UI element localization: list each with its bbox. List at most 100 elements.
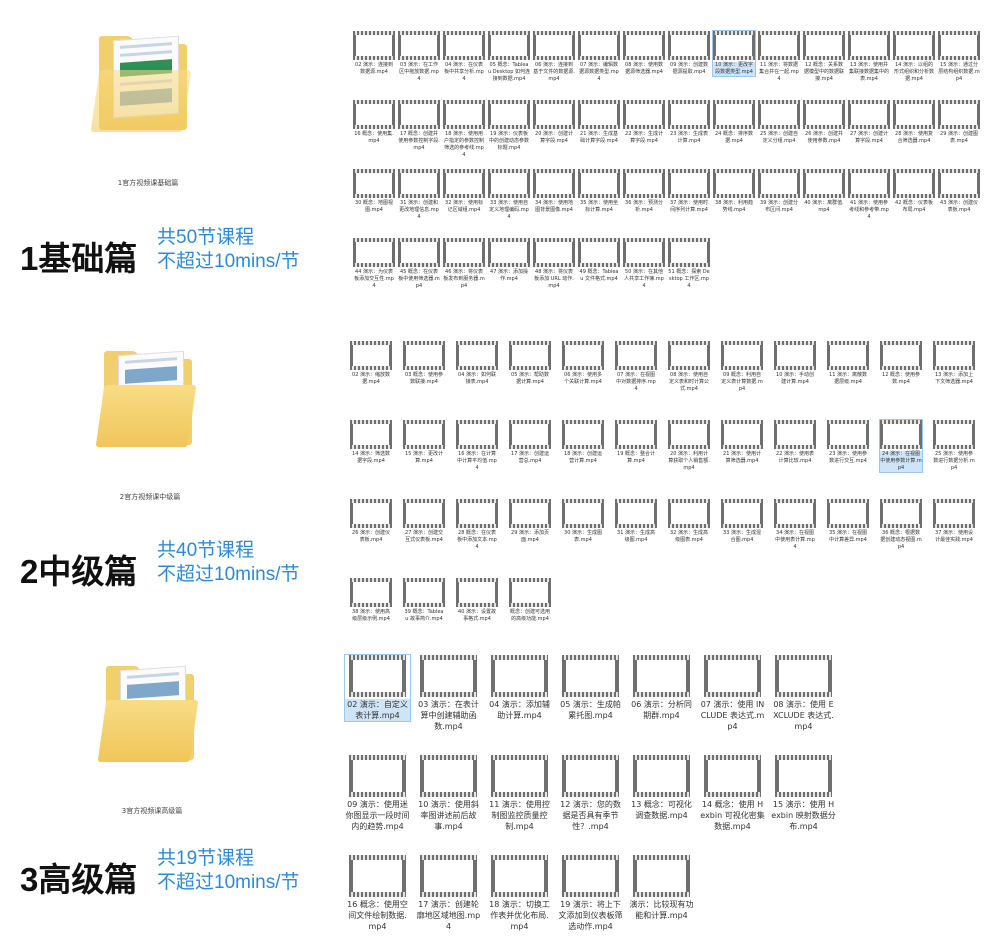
video-file-item[interactable]: 03 演示：在表计算中创建辅助函数.mp4 <box>416 655 481 732</box>
video-file-item[interactable]: 31 演示：创建和更改地理信息.mp4 <box>398 169 440 221</box>
video-file-item[interactable]: 18 演示：创建运营计算.mp4 <box>562 420 604 465</box>
video-file-item[interactable]: 47 演示：添加操作.mp4 <box>488 238 530 283</box>
video-file-item[interactable]: 14 概念：使用 Hexbin 可视化密集数据.mp4 <box>700 755 765 832</box>
video-file-item[interactable]: 35 演示：使用坐标计算.mp4 <box>578 169 620 214</box>
video-file-item[interactable]: 37 演示：使用设计最佳实践.mp4 <box>933 499 975 544</box>
video-file-item[interactable]: 39 演示：创建分布区间.mp4 <box>758 169 800 214</box>
video-file-item[interactable]: 20 演示：创建计算字段.mp4 <box>533 100 575 145</box>
video-file-item[interactable]: 07 演示：编辑数据源数据类型.mp4 <box>578 31 620 83</box>
video-file-item[interactable]: 12 概念：关系数据模型中的数据联接.mp4 <box>803 31 845 83</box>
video-file-item[interactable]: 35 演示：在视图中计算差异.mp4 <box>827 499 869 544</box>
video-file-item[interactable]: 04 演示：在仪表板中共享分析.mp4 <box>443 31 485 83</box>
video-file-item[interactable]: 46 演示：将仪表板发布到服务器.mp4 <box>443 238 485 290</box>
video-file-item[interactable]: 30 概念：地图视图.mp4 <box>353 169 395 214</box>
video-file-item[interactable]: 49 概念：Tableau 文件格式.mp4 <box>578 238 620 283</box>
video-file-item[interactable]: 10 演示：手动创建计算.mp4 <box>774 341 816 386</box>
video-file-item[interactable]: 13 概念：可视化调查数据.mp4 <box>629 755 694 821</box>
video-file-item[interactable]: 40 演示：离群值.mp4 <box>803 169 845 214</box>
video-file-item[interactable]: 31 演示：生成高级图.mp4 <box>615 499 657 544</box>
video-file-item[interactable]: 16 概念：使用空间文件绘制数据.mp4 <box>345 855 410 932</box>
video-file-item[interactable]: 06 演示：使用多个关联计算.mp4 <box>562 341 604 386</box>
video-file-item[interactable]: 16 概念：使用集.mp4 <box>353 100 395 145</box>
video-file-item[interactable]: 23 演示：生成表计算.mp4 <box>668 100 710 145</box>
video-file-item[interactable]: 19 概念：整合计算.mp4 <box>615 420 657 465</box>
video-file-item[interactable]: 44 演示：为仪表板添加交互性.mp4 <box>353 238 395 290</box>
video-file-item[interactable]: 27 演示：创建计算字段.mp4 <box>848 100 890 145</box>
video-file-item[interactable]: 29 演示：添加页面.mp4 <box>509 499 551 544</box>
video-file-item[interactable]: 13 演示：添加上下文筛选器.mp4 <box>933 341 975 386</box>
video-file-item[interactable]: 09 演示：使用迷你图显示一段时间内的趋势.mp4 <box>345 755 410 832</box>
video-file-item[interactable]: 05 演示：生成帕累托图.mp4 <box>558 655 623 721</box>
video-file-item[interactable]: 15 演示：通过分层结构组织数据.mp4 <box>938 31 980 83</box>
video-file-item[interactable]: 34 演示：使用地图背景图像.mp4 <box>533 169 575 214</box>
video-file-item[interactable]: 48 演示：将仪表板添加 URL 动作.mp4 <box>533 238 575 290</box>
video-file-item[interactable]: 09 演示：创建数据源提取.mp4 <box>668 31 710 76</box>
video-file-item[interactable]: 02 演示：连接到数据源.mp4 <box>353 31 395 76</box>
video-file-item[interactable]: 24 概念：排序数据.mp4 <box>713 100 755 145</box>
video-file-item[interactable]: 12 概念：使用参数.mp4 <box>880 341 922 386</box>
video-file-item[interactable]: 20 演示：利用计算获取个人销售额.mp4 <box>668 420 710 472</box>
video-file-item[interactable]: 19 演示：将上下文添加到仪表板筛选动作.mp4 <box>558 855 623 932</box>
video-file-item[interactable]: 43 演示：创建仪表板.mp4 <box>938 169 980 214</box>
folder-icon-basic[interactable] <box>90 30 195 140</box>
video-file-item[interactable]: 11 演示：使用控制图监控质量控制.mp4 <box>487 755 552 832</box>
video-file-item[interactable]: 概念：创建可选用的高级功能.mp4 <box>509 578 551 623</box>
video-file-item[interactable]: 10 演示：使用斜率图讲述前后故事.mp4 <box>416 755 481 832</box>
video-file-item[interactable]: 28 演示：使用复合筛选器.mp4 <box>893 100 935 145</box>
video-file-item[interactable]: 02 演示：自定义表计算.mp4 <box>344 654 411 722</box>
video-file-item[interactable]: 05 演示：帮助数据计算.mp4 <box>509 341 551 386</box>
video-file-item[interactable]: 09 概念：利用自定义表计算数据.mp4 <box>721 341 763 393</box>
video-file-item[interactable]: 23 演示：使用参数进行交互.mp4 <box>827 420 869 465</box>
video-file-item[interactable]: 26 演示：创建仪表板.mp4 <box>350 499 392 544</box>
video-file-item[interactable]: 37 演示：使用时间序列计算.mp4 <box>668 169 710 214</box>
video-file-item[interactable]: 36 演示：预测分析.mp4 <box>623 169 665 214</box>
video-file-item[interactable]: 30 演示：生成图表.mp4 <box>562 499 604 544</box>
folder-icon-advanced[interactable] <box>97 660 202 770</box>
video-file-item[interactable]: 15 演示：更改计算.mp4 <box>403 420 445 465</box>
video-file-item[interactable]: 45 概念：在仪表板中使用筛选器.mp4 <box>398 238 440 290</box>
folder-icon-intermediate[interactable] <box>95 345 200 455</box>
video-file-item[interactable]: 22 演示：生成计算字段.mp4 <box>623 100 665 145</box>
video-file-item[interactable]: 36 概念：根据数据创建动态视图.mp4 <box>880 499 922 551</box>
video-file-item[interactable]: 03 概念：使用参数联接.mp4 <box>403 341 445 386</box>
video-file-item[interactable]: 07 演示：在视图中对数据排序.mp4 <box>615 341 657 393</box>
video-file-item[interactable]: 18 演示：使用用户指定的参数控制筛选的参考线.mp4 <box>443 100 485 159</box>
video-file-item[interactable]: 04 演示：如何联接表.mp4 <box>456 341 498 386</box>
video-file-item[interactable]: 03 演示：在工作区中拖放数据.mp4 <box>398 31 440 83</box>
video-file-item[interactable]: 29 演示：创建图表.mp4 <box>938 100 980 145</box>
video-file-item[interactable]: 12 演示：您的数据是否具有季节性？.mp4 <box>558 755 623 832</box>
video-file-item[interactable]: 34 演示：在视图中使用表计算.mp4 <box>774 499 816 551</box>
video-file-item[interactable]: 38 演示：使用高级层级示例.mp4 <box>350 578 392 623</box>
video-file-item[interactable]: 22 演示：使用表计算比较.mp4 <box>774 420 816 465</box>
video-file-item[interactable]: 16 演示：在计算中计算平均值.mp4 <box>456 420 498 472</box>
video-file-item[interactable]: 17 概念：创建并使用参数控制字段.mp4 <box>398 100 440 152</box>
video-file-item[interactable]: 21 演示：使用计算筛选器.mp4 <box>721 420 763 465</box>
video-file-item[interactable]: 02 演示：缩放数据.mp4 <box>350 341 392 386</box>
video-file-item[interactable]: 25 演示：创建自定义分组.mp4 <box>758 100 800 145</box>
video-file-item[interactable]: 06 演示：连接到基于文件的数据源.mp4 <box>533 31 575 83</box>
video-file-item[interactable]: 14 演示：筛选数据字段.mp4 <box>350 420 392 465</box>
video-file-item[interactable]: 19 演示：仪表板中的创建动态参数标题.mp4 <box>488 100 530 152</box>
video-file-item[interactable]: 17 演示：创建运营总.mp4 <box>509 420 551 465</box>
video-file-item[interactable]: 10 演示：更改字段数据类型.mp4 <box>712 30 756 77</box>
video-file-item[interactable]: 40 演示：设置故事格式.mp4 <box>456 578 498 623</box>
video-file-item[interactable]: 51 概念：探索 Desktop 工作区.mp4 <box>668 238 710 290</box>
video-file-item[interactable]: 39 概念：Tableau 故事简介.mp4 <box>403 578 445 623</box>
video-file-item[interactable]: 08 演示：使用 EXCLUDE 表达式.mp4 <box>771 655 836 732</box>
video-file-item[interactable]: 14 演示：以组的形式组织和分析数据.mp4 <box>893 31 935 83</box>
video-file-item[interactable]: 15 演示：使用 Hexbin 映射数据分布.mp4 <box>771 755 836 832</box>
video-file-item[interactable]: 07 演示：使用 INCLUDE 表达式.mp4 <box>700 655 765 732</box>
video-file-item[interactable]: 17 演示：创建轮廓地区域地图.mp4 <box>416 855 481 932</box>
video-file-item[interactable]: 50 演示：在其他人共享工作簿.mp4 <box>623 238 665 290</box>
video-file-item[interactable]: 33 演示：生成混合图.mp4 <box>721 499 763 544</box>
video-file-item[interactable]: 28 概念：在仪表板中添加文本.mp4 <box>456 499 498 551</box>
video-file-item[interactable]: 32 演示：使用标记区域组.mp4 <box>443 169 485 214</box>
video-file-item[interactable]: 11 演示：将数据集合并在一起.mp4 <box>758 31 800 83</box>
video-file-item[interactable]: 38 演示：利用趋势线.mp4 <box>713 169 755 214</box>
video-file-item[interactable]: 演示：比较现有功能和计算.mp4 <box>629 855 694 921</box>
video-file-item[interactable]: 13 演示：使用并集联接数据集中的表.mp4 <box>848 31 890 83</box>
video-file-item[interactable]: 41 演示：使用参考线和参考带.mp4 <box>848 169 890 221</box>
video-file-item[interactable]: 18 演示：切换工作表并优化布局.mp4 <box>487 855 552 932</box>
video-file-item[interactable]: 25 演示：使用参数进行数据分析.mp4 <box>933 420 975 472</box>
video-file-item[interactable]: 42 概念：仪表板布局.mp4 <box>893 169 935 214</box>
